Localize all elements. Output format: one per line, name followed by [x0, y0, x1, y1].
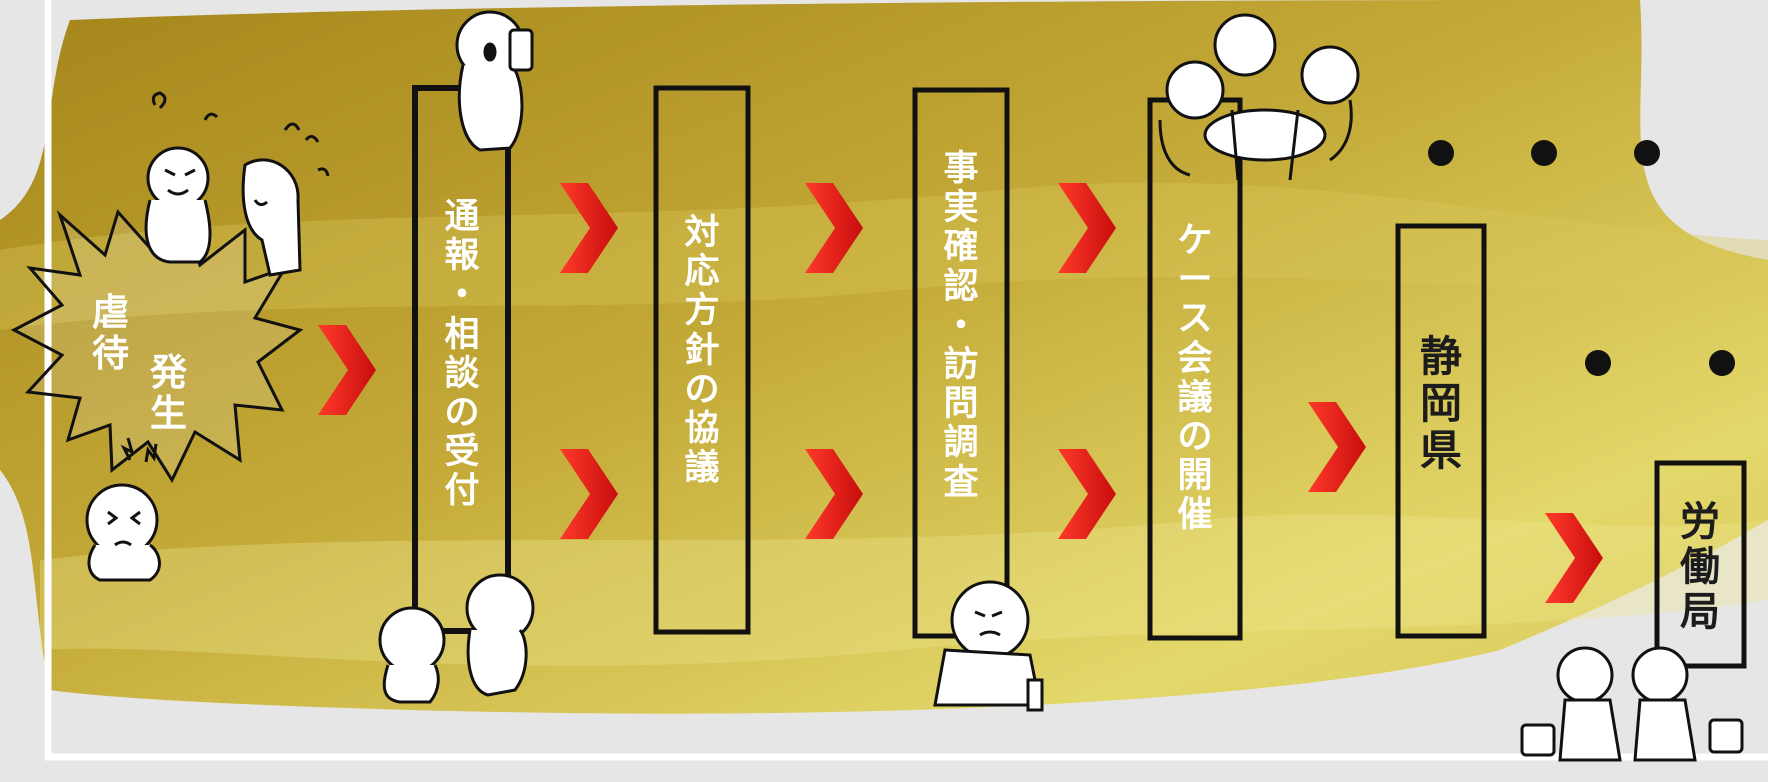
- start-label-abuse: 虐待: [92, 292, 129, 375]
- label-char: 開: [1177, 456, 1213, 497]
- label-char: の: [444, 392, 480, 433]
- label-char: ・: [444, 275, 480, 316]
- label-char: 静: [1419, 332, 1462, 381]
- label-char: 相: [444, 314, 480, 355]
- label-char: 針: [684, 330, 720, 371]
- step-label-case-meeting: ケース会議の開催: [1160, 221, 1230, 536]
- label-char: 働: [1680, 543, 1720, 590]
- label-char: 事: [943, 149, 979, 189]
- label-char: 催: [1177, 495, 1213, 536]
- brush-streak: [0, 182, 1768, 330]
- label-char: 労: [1680, 499, 1720, 545]
- gold-brush-band: [0, 0, 1768, 714]
- label-char: 報: [444, 236, 480, 277]
- flow-arrow: [1308, 402, 1366, 492]
- step-label-policy-discussion: 対応方針の協議: [668, 213, 736, 489]
- label-char: 認: [943, 266, 979, 307]
- label-char: ー: [1177, 260, 1213, 301]
- label-char: 調: [943, 423, 979, 464]
- label-char: ケ: [1177, 221, 1213, 261]
- label-char: 査: [943, 462, 979, 503]
- consult-people-icon: [378, 573, 535, 704]
- flow-arrow: [318, 325, 376, 415]
- label-char: 通: [444, 197, 480, 237]
- label-char: 応: [684, 252, 720, 293]
- label-char: 訪: [943, 344, 979, 385]
- flow-arrow: [1058, 183, 1116, 273]
- label-char: 岡: [1419, 379, 1462, 429]
- label-char: 受: [444, 432, 480, 473]
- label-char: 県: [1419, 426, 1462, 476]
- label-char: 会: [1177, 338, 1213, 379]
- frame-line: [44, 0, 1768, 761]
- label-char: ス: [1177, 299, 1213, 340]
- step-box: [1395, 223, 1487, 639]
- label-char: 待: [92, 332, 129, 376]
- label-char: ・: [943, 305, 979, 346]
- meeting-people-icon: [1158, 13, 1360, 181]
- step-label-labor-bureau: 労働局: [1665, 500, 1735, 634]
- label-char: 虐: [92, 291, 129, 334]
- crying-person-icon: [241, 122, 330, 277]
- label-char: の: [684, 369, 720, 410]
- flow-arrow: [1058, 449, 1116, 539]
- label-char: 談: [444, 353, 480, 394]
- label-char: 生: [150, 392, 187, 436]
- label-char: の: [1177, 416, 1213, 457]
- flow-arrow: [1545, 513, 1603, 603]
- step-box: [1654, 460, 1747, 669]
- label-char: 対: [684, 213, 720, 253]
- label-char: 局: [1680, 588, 1720, 635]
- step-box: [653, 85, 751, 635]
- step-label-fact-check-visit: 事実確認・訪問調査: [927, 149, 995, 503]
- label-char: 議: [684, 448, 720, 489]
- step-label-shizuoka-pref: 静岡県: [1406, 333, 1476, 474]
- flow-arrow: [560, 449, 618, 539]
- scared-person-icon: [85, 437, 161, 582]
- label-char: 方: [684, 291, 720, 332]
- label-char: 付: [444, 471, 480, 512]
- flow-arrow: [805, 449, 863, 539]
- continuation-dots-right: [1585, 350, 1735, 376]
- label-char: 実: [943, 188, 979, 229]
- continuation-dots-top: [1428, 140, 1660, 166]
- label-char: 発: [150, 351, 187, 394]
- start-label-occurs: 発生: [150, 352, 187, 435]
- label-char: 協: [684, 408, 720, 449]
- angry-person-icon: [144, 91, 219, 264]
- label-char: 確: [943, 227, 979, 268]
- investigator-person-icon: [933, 580, 1044, 712]
- arrow-group: [318, 183, 1603, 603]
- label-char: 議: [1177, 377, 1213, 418]
- flow-arrow: [560, 183, 618, 273]
- flow-arrow: [805, 183, 863, 273]
- phone-call-person-icon: [455, 10, 534, 152]
- step-label-intake: 通報・相談の受付: [428, 197, 496, 512]
- label-char: 問: [943, 384, 979, 425]
- businessmen-icon: [1520, 646, 1744, 762]
